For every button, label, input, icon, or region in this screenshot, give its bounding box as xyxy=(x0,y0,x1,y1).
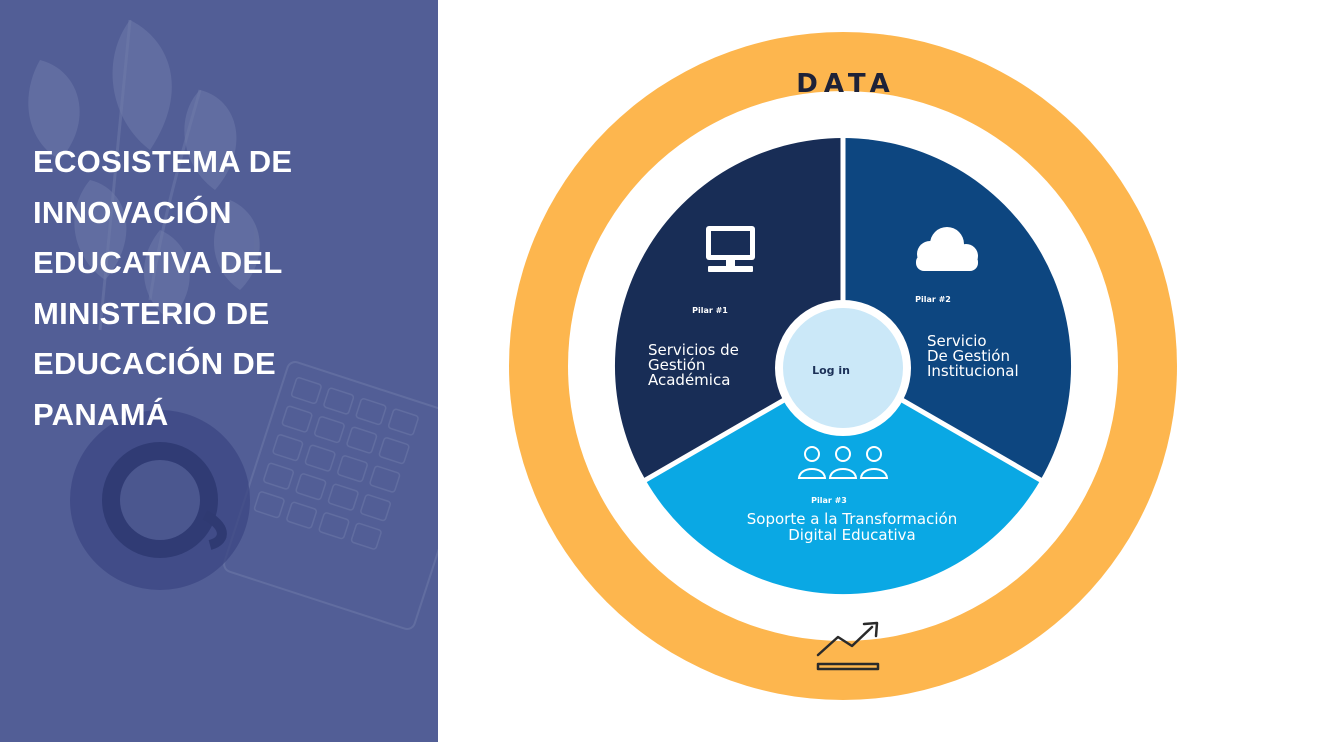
svg-text:De Gestión: De Gestión xyxy=(927,347,1010,365)
svg-text:Soporte a la Transformación: Soporte a la Transformación xyxy=(747,510,957,528)
monitor-icon xyxy=(706,226,755,272)
title-line: EDUCATIVA DEL xyxy=(33,245,283,280)
title-line: ECOSISTEMA DE xyxy=(33,144,293,179)
svg-text:Servicio: Servicio xyxy=(927,332,987,350)
svg-text:Servicios de: Servicios de xyxy=(648,341,739,359)
pillar-1-title: Servicios de Gestión Académica xyxy=(648,341,739,389)
pillar-2-tag: Pilar #2 xyxy=(915,295,951,304)
pillar-2-title: Servicio De Gestión Institucional xyxy=(927,332,1019,380)
pillar-3-title: Soporte a la Transformación Digital Educ… xyxy=(747,510,957,544)
svg-text:Académica: Académica xyxy=(648,371,730,389)
pillar-3-tag: Pilar #3 xyxy=(811,496,847,505)
background-illustration xyxy=(28,19,438,630)
pillar-1-tag: Pilar #1 xyxy=(692,306,728,315)
title-line: PANAMÁ xyxy=(33,396,169,432)
slide-title: ECOSISTEMA DE INNOVACIÓN EDUCATIVA DEL M… xyxy=(33,137,393,440)
center-label: Log in xyxy=(812,364,850,377)
ring-label: DATA xyxy=(796,69,896,99)
title-line: MINISTERIO DE xyxy=(33,295,270,331)
svg-text:Gestión: Gestión xyxy=(648,356,705,374)
title-line: INNOVACIÓN xyxy=(33,194,232,230)
growth-chart-icon xyxy=(816,621,880,671)
svg-text:Digital Educativa: Digital Educativa xyxy=(788,526,915,544)
people-icon xyxy=(797,446,889,479)
cloud-icon xyxy=(916,227,978,271)
left-panel: ECOSISTEMA DE INNOVACIÓN EDUCATIVA DEL M… xyxy=(0,0,438,742)
center-circle xyxy=(775,300,911,436)
svg-text:Institucional: Institucional xyxy=(927,362,1019,380)
title-line: EDUCACIÓN DE xyxy=(33,346,277,381)
